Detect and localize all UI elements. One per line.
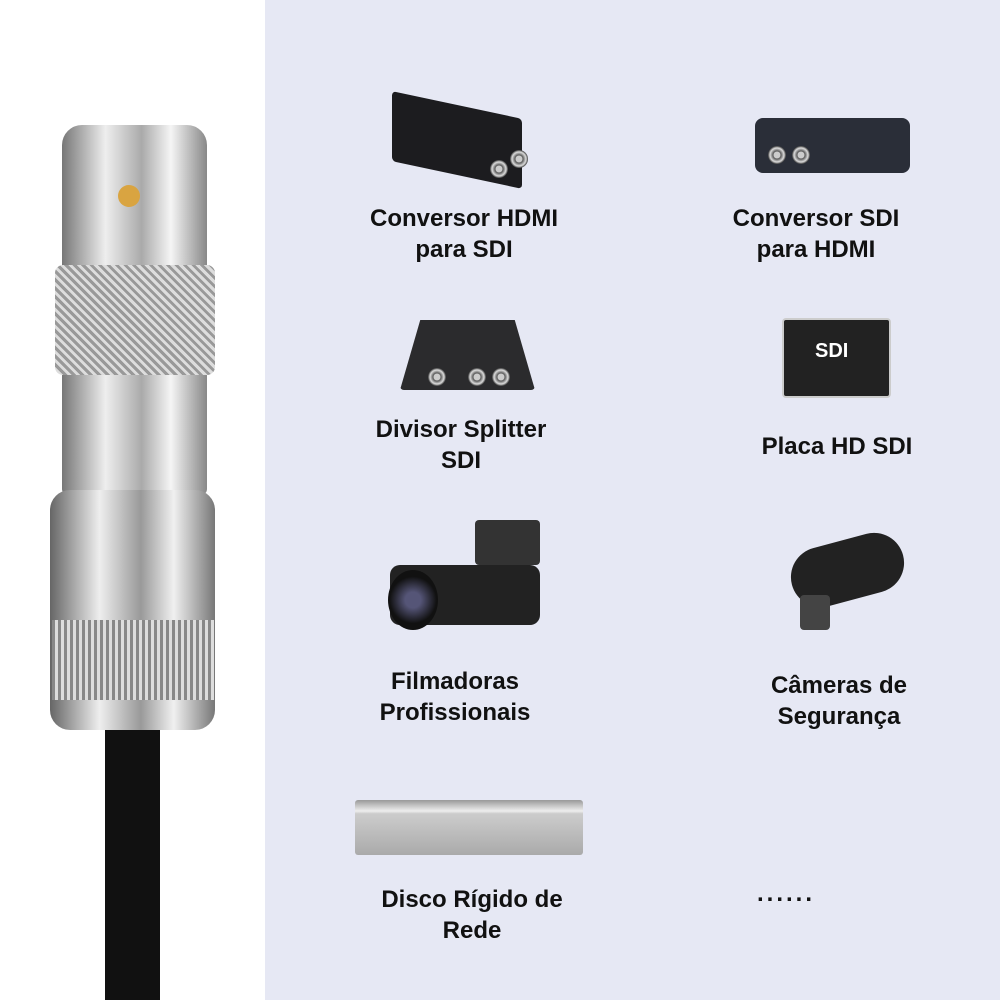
label-hd-sdi-card: Placa HD SDI <box>761 433 913 460</box>
sdi-logo: SDI <box>815 340 849 362</box>
more-ellipsis: ...... <box>756 880 815 907</box>
